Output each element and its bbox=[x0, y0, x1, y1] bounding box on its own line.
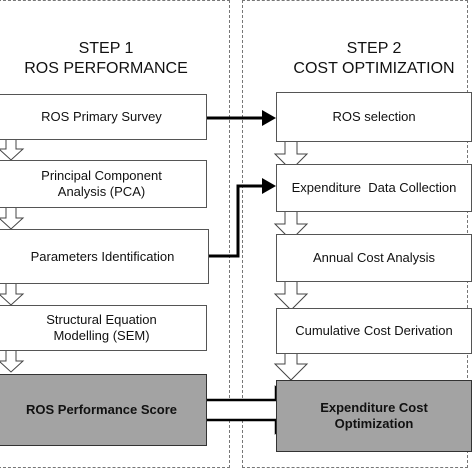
box-cumulative-cost-derivation: Cumulative Cost Derivation bbox=[276, 308, 472, 354]
step1-heading: STEP 1 ROS PERFORMANCE bbox=[0, 39, 212, 79]
arrow-params-to-expenditure bbox=[209, 184, 262, 258]
step2-label: STEP 2 bbox=[346, 40, 402, 57]
arrow-survey-to-selection-head bbox=[262, 110, 276, 126]
step2-heading: STEP 2 COST OPTIMIZATION bbox=[268, 39, 474, 79]
box-annual-cost-analysis: Annual Cost Analysis bbox=[276, 234, 472, 282]
box-pca: Principal Component Analysis (PCA) bbox=[0, 160, 207, 208]
box-expenditure-data-collection: Expenditure Data Collection bbox=[276, 164, 472, 212]
down-arrow-1 bbox=[0, 137, 25, 161]
down-arrow-4 bbox=[0, 349, 25, 373]
down-arrow-2 bbox=[0, 206, 25, 230]
box-sem: Structural Equation Modelling (SEM) bbox=[0, 305, 207, 351]
down-arrow-7 bbox=[273, 279, 309, 311]
down-arrow-6 bbox=[273, 209, 309, 241]
step2-title: COST OPTIMIZATION bbox=[293, 60, 455, 77]
down-arrow-8 bbox=[273, 349, 309, 381]
down-arrow-5 bbox=[273, 139, 309, 171]
step1-label: STEP 1 bbox=[78, 40, 134, 57]
box-ros-primary-survey: ROS Primary Survey bbox=[0, 94, 207, 140]
step1-title: ROS PERFORMANCE bbox=[24, 60, 188, 77]
box-expenditure-cost-optimization: Expenditure Cost Optimization bbox=[276, 380, 472, 452]
box-ros-selection: ROS selection bbox=[276, 92, 472, 142]
down-arrow-3 bbox=[0, 282, 25, 306]
box-ros-performance-score: ROS Performance Score bbox=[0, 374, 207, 446]
box-parameters-identification: Parameters Identification bbox=[0, 229, 209, 284]
step1-panel bbox=[0, 0, 230, 468]
arrow-params-to-expenditure-head bbox=[262, 178, 276, 194]
